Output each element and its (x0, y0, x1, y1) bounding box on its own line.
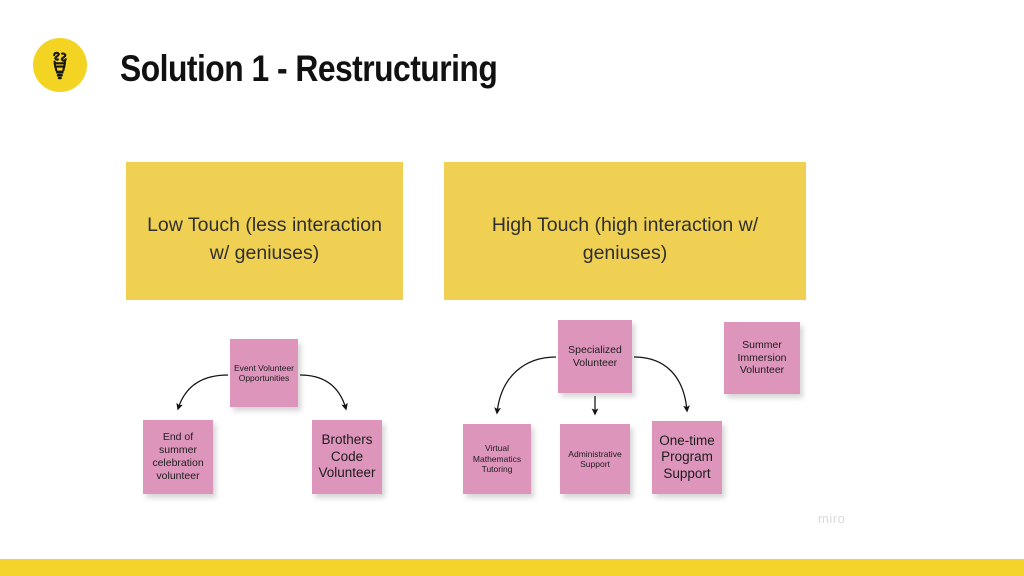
sticky-note-label: End of summer celebration volunteer (152, 431, 204, 482)
banner-high-touch-label: High Touch (high interaction w/ geniuses… (491, 213, 759, 264)
sticky-note-label: Virtual Mathematics Tutoring (472, 443, 522, 475)
sticky-note-event-volunteer-opportunities[interactable]: Event Volunteer Opportunities (230, 339, 298, 407)
banner-high-touch: High Touch (high interaction w/ geniuses… (444, 162, 806, 300)
miro-watermark: miro (818, 511, 846, 526)
banner-low-touch-label: Low Touch (less interaction w/ geniuses) (147, 213, 382, 264)
sticky-note-label: One-time Program Support (659, 432, 715, 481)
banner-low-touch: Low Touch (less interaction w/ geniuses) (126, 162, 403, 300)
sticky-note-label: Brothers Code Volunteer (318, 432, 376, 481)
sticky-note-one-time-program-support[interactable]: One-time Program Support (652, 421, 722, 494)
sticky-note-specialized-volunteer[interactable]: Specialized Volunteer (558, 320, 632, 393)
sticky-note-label: Event Volunteer Opportunities (233, 362, 294, 383)
sticky-note-virtual-mathematics-tutoring[interactable]: Virtual Mathematics Tutoring (463, 424, 531, 494)
footer-bar (0, 559, 1024, 576)
page-title: Solution 1 - Restructuring (120, 48, 498, 89)
spiral-lightbulb-icon (33, 38, 87, 92)
sticky-note-summer-immersion-volunteer[interactable]: Summer Immersion Volunteer (724, 322, 800, 394)
sticky-note-administrative-support[interactable]: Administrative Support (560, 424, 630, 494)
sticky-note-label: Summer Immersion Volunteer (737, 338, 787, 377)
sticky-note-label: Administrative Support (568, 448, 622, 469)
sticky-note-brothers-code-volunteer[interactable]: Brothers Code Volunteer (312, 420, 382, 494)
sticky-note-label: Specialized Volunteer (568, 343, 622, 369)
sticky-note-end-of-summer-celebration-volunteer[interactable]: End of summer celebration volunteer (143, 420, 213, 494)
